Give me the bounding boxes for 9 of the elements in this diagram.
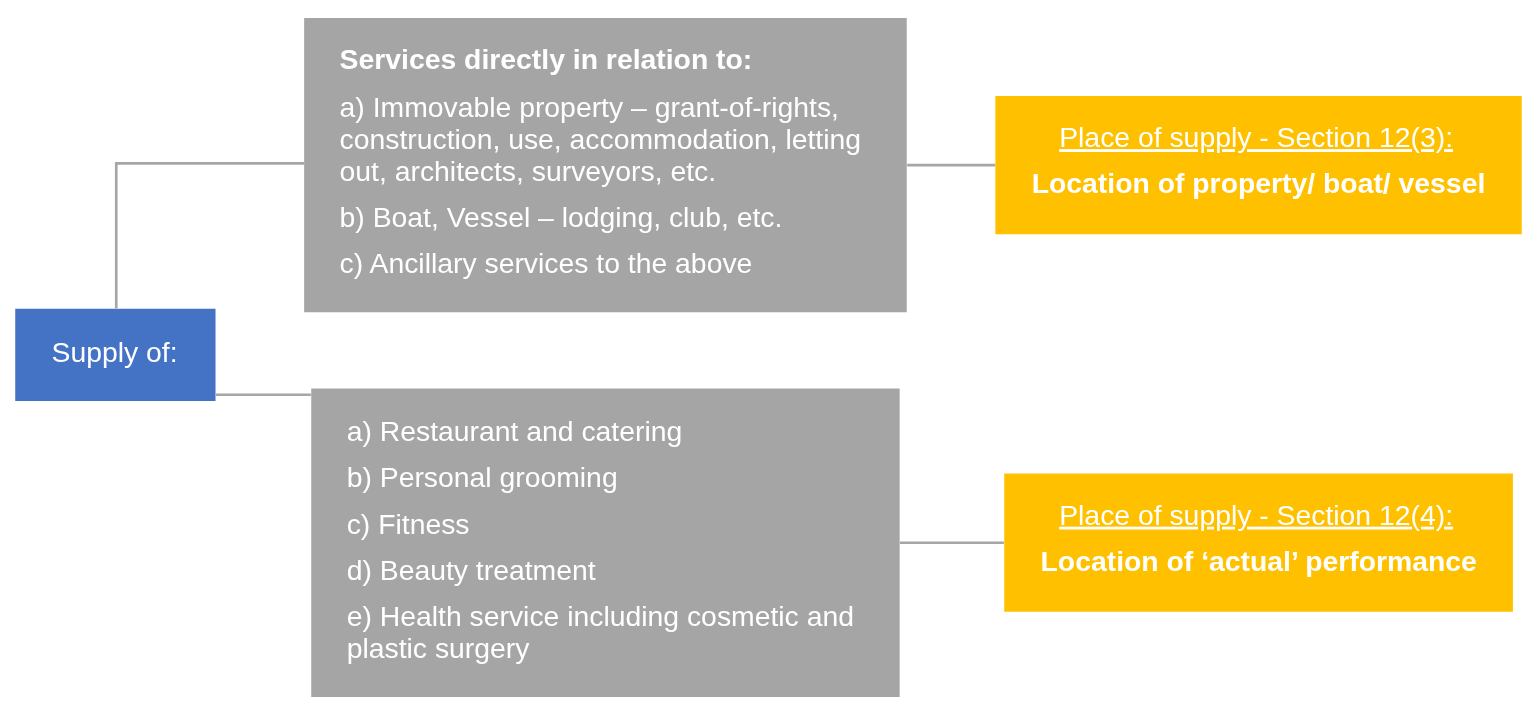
node-box: Place of supply - Section 12(4): Location of ‘actual’ performance [1004, 473, 1513, 612]
connector [114, 162, 304, 309]
node-box: Services directly in relation to: a) Immovable property – grant-of-rights, construction, use, accommodation, letting out, architects, surveyors, etc. b) Boat, Vessel – lodging, club, etc. c) Ancillary services to the above [304, 18, 907, 313]
connector [907, 163, 996, 167]
connector [900, 541, 1004, 545]
node-box: Supply of: [15, 308, 216, 401]
node-box: a) Restaurant and catering b) Personal grooming c) Fitness d) Beauty treatment e) Health service including cosmetic and plastic surgery [311, 388, 900, 697]
node-box: Place of supply - Section 12(3): Location of property/ boat/ vessel [995, 96, 1522, 235]
connector [215, 393, 311, 397]
